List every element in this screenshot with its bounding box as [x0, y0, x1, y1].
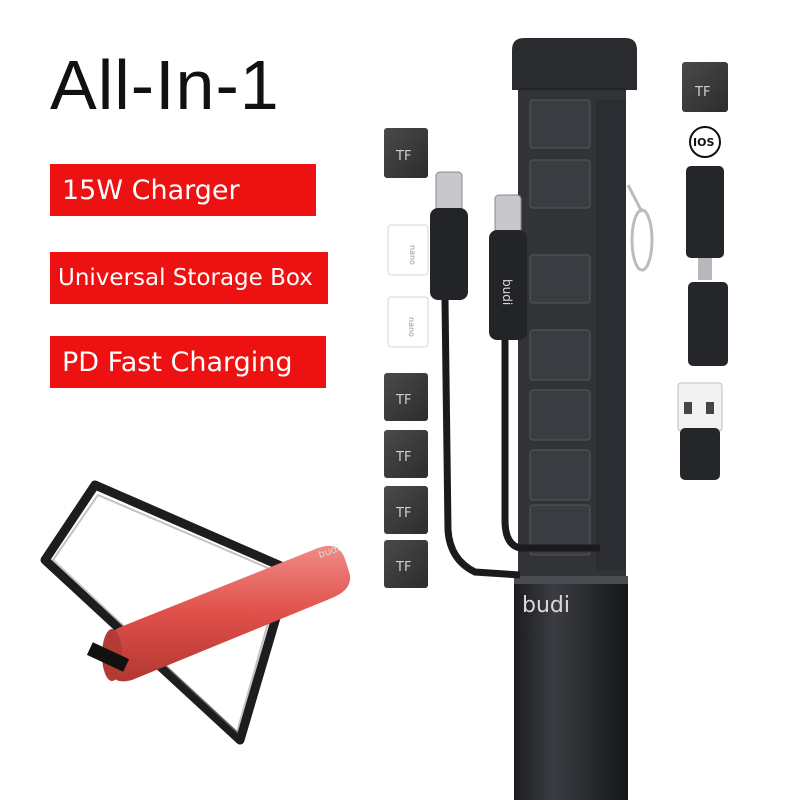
brand-logo-plug: budi [500, 279, 514, 305]
nano-sim-card: nano [387, 296, 429, 348]
feature-badge-pd: PD Fast Charging [50, 336, 326, 388]
svg-text:TF: TF [395, 560, 411, 575]
svg-text:nano: nano [407, 317, 416, 337]
card-slots [529, 99, 591, 556]
micro-usb-adapter [688, 282, 728, 366]
svg-text:TF: TF [395, 450, 411, 465]
tf-card: TF [384, 373, 428, 421]
nano-sim-card: nano [387, 224, 429, 276]
phone-stand: budi [40, 480, 351, 745]
svg-text:TF: TF [395, 149, 411, 164]
ios-badge: IOS [689, 126, 721, 158]
lightning-adapter [686, 166, 724, 280]
tf-card: TF [682, 62, 728, 112]
svg-text:TF: TF [694, 85, 710, 100]
storage-stick: budi [512, 38, 637, 800]
usb-c-connector-icon [435, 171, 463, 213]
tf-card: TF [384, 540, 428, 588]
svg-text:nano: nano [408, 245, 417, 265]
tf-card: TF [384, 128, 428, 178]
tf-card: TF [384, 486, 428, 534]
brand-logo-stick: budi [522, 593, 570, 618]
sim-eject-pin [626, 184, 654, 272]
svg-text:TF: TF [395, 506, 411, 521]
usb-a-adapter [677, 382, 723, 480]
usb-c-connector-icon [494, 194, 522, 236]
svg-text:IOS: IOS [693, 136, 714, 149]
feature-badge-charger: 15W Charger [50, 164, 316, 216]
headline: All-In-1 [50, 46, 280, 124]
feature-badge-storage: Universal Storage Box [50, 252, 328, 304]
power-bank [108, 545, 351, 682]
usb-c-cable: budi [430, 171, 600, 579]
tf-card: TF [384, 430, 428, 478]
svg-text:TF: TF [395, 393, 411, 408]
